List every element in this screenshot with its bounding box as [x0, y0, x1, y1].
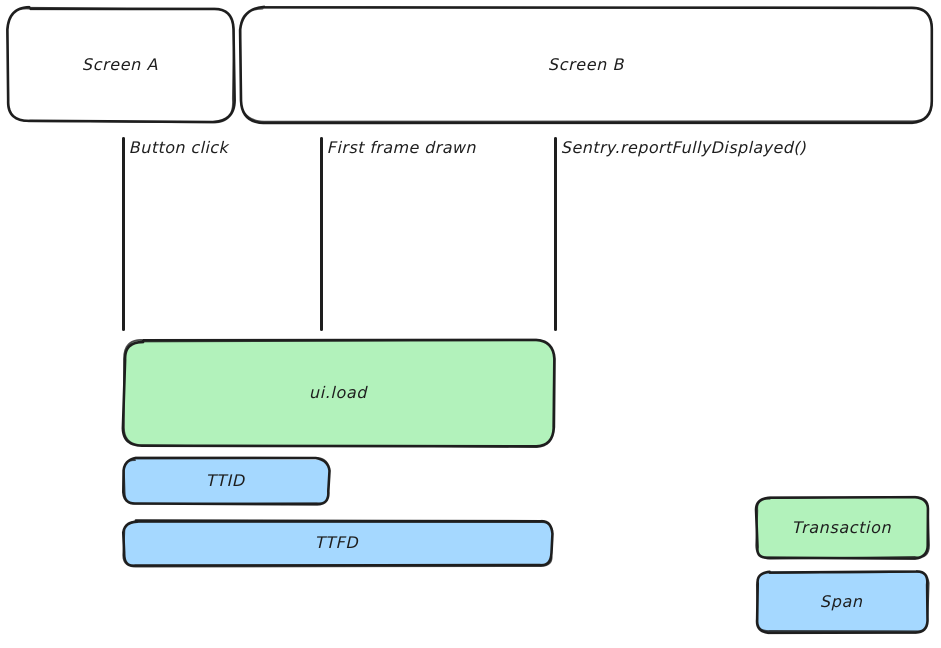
timeline-bar-ttfd[interactable]: TTFD: [121, 519, 554, 568]
timeline-bar-ui-load-label: ui.load: [309, 383, 369, 403]
legend-item-span-label: Span: [820, 591, 865, 611]
event-marker-label-fully-displayed: Sentry.reportFullyDisplayed(): [561, 138, 808, 157]
timeline-bar-ttid-label: TTID: [206, 471, 247, 491]
event-marker-line-fully-displayed: [554, 137, 557, 331]
legend-item-transaction-label: Transaction: [792, 517, 893, 537]
timeline-bar-ttid[interactable]: TTID: [122, 456, 331, 506]
event-marker-line-first-frame-drawn: [320, 137, 323, 331]
event-marker-line-button-click: [122, 137, 125, 331]
screen-box-screen-b-label: Screen B: [548, 54, 626, 74]
event-marker-label-button-click: Button click: [129, 138, 230, 157]
legend-item-transaction[interactable]: Transaction: [754, 495, 930, 560]
legend-item-span[interactable]: Span: [755, 570, 930, 635]
timeline-bar-ui-load[interactable]: ui.load: [121, 338, 556, 448]
event-marker-label-first-frame-drawn: First frame drawn: [327, 138, 478, 157]
screen-box-screen-a-label: Screen A: [82, 54, 160, 74]
timeline-bar-ttfd-label: TTFD: [315, 533, 361, 553]
screen-box-screen-b[interactable]: Screen B: [238, 5, 934, 125]
screen-box-screen-a[interactable]: Screen A: [6, 5, 236, 124]
